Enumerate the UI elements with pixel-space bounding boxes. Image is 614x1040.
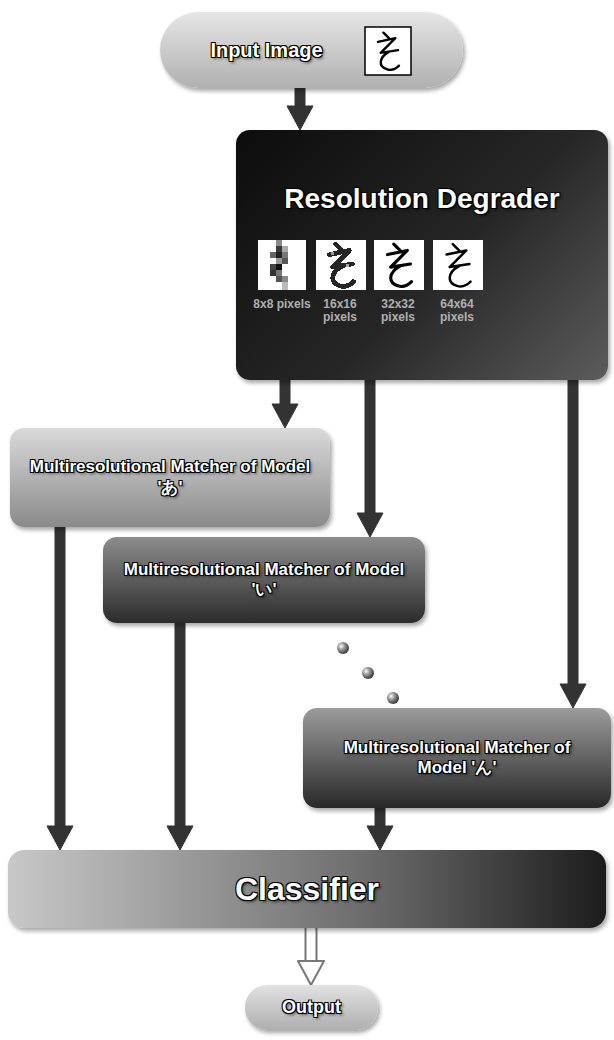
node-label: Classifier [235,870,379,908]
resolution-label: 8x8 pixels [252,298,312,311]
resolution-label: 16x16 pixels [310,298,370,324]
matcher-box: Multiresolutional Matcher of Model 'あ' [10,428,330,527]
matcher-box: Multiresolutional Matcher of Model 'ん' [303,708,611,808]
classifier-box: Classifier [8,850,606,928]
arrow-shaft [568,380,579,686]
thumbnail-64x64 [433,240,483,290]
output-terminal: Output [245,985,378,1030]
ellipsis-dots [337,642,399,704]
node-label: Multiresolutional Matcher of Model 'ん' [321,738,593,779]
flow-arrow [560,380,586,708]
thumbnail-32x32 [374,240,424,290]
arrow-head [367,826,393,850]
degrader-box: Resolution Degrader 8x8 pixels16x16 pixel… [236,130,608,380]
arrow-head [357,513,383,537]
arrow-shaft [55,527,66,828]
node-label: Output [282,997,341,1019]
arrow-shaft [175,623,186,828]
flow-arrow [357,380,383,537]
arrow-shaft [365,380,376,515]
flow-arrow [167,623,193,850]
node-label: Input Image [210,38,322,62]
node-label: Multiresolutional Matcher of Model 'あ' [28,457,312,498]
node-label: Resolution Degrader [246,182,598,216]
flow-arrow [272,380,298,428]
arrow-head [287,106,313,130]
arrow-shaft [280,380,291,406]
thumbnail-16x16 [316,240,366,290]
arrow-head [298,961,324,985]
thumbnail-8x8 [258,240,306,290]
resolution-label: 64x64 pixels [427,298,487,324]
resolution-label: 32x32 pixels [368,298,428,324]
arrow-head [47,826,73,850]
flow-arrow [298,928,324,985]
input-character-image [365,27,411,75]
input-terminal: Input Image [160,12,463,88]
arrow-head [167,826,193,850]
flow-arrow [47,527,73,850]
matcher-box: Multiresolutional Matcher of Model 'い' [103,537,425,623]
flow-arrow [287,88,313,130]
node-label: Multiresolutional Matcher of Model 'い' [121,560,407,601]
arrow-shaft [295,88,306,108]
flow-arrow [367,808,393,850]
arrow-head [272,404,298,428]
arrow-shaft [375,808,386,828]
arrow-head [560,684,586,708]
arrow-shaft [307,928,316,965]
